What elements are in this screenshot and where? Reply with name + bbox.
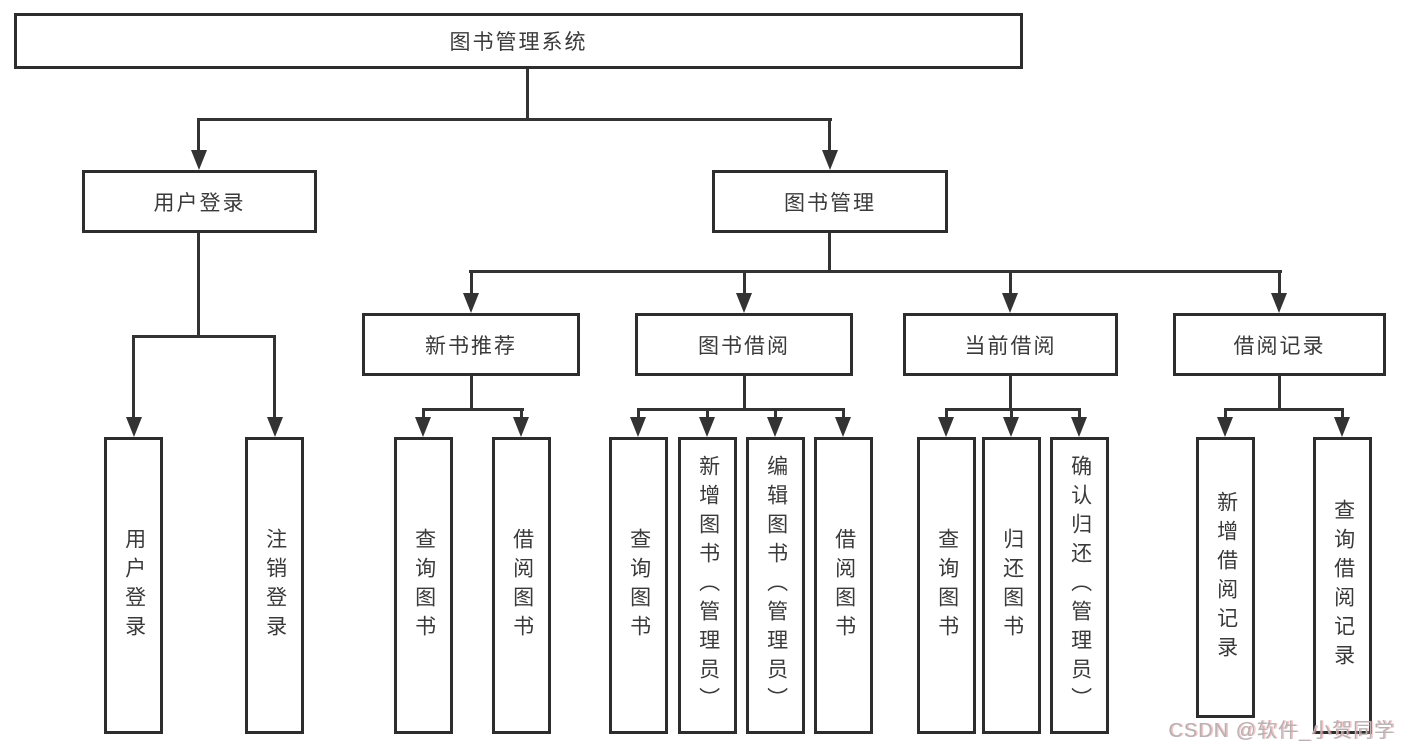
leaf-add-borrow-record: 新增借阅记录 (1196, 437, 1255, 718)
arrow-down-icon (1002, 293, 1018, 313)
arrow-down-icon (1071, 417, 1087, 437)
connector-stub (422, 408, 425, 419)
connector-book-management-trunk (828, 233, 831, 273)
leaf-query-borrow-record: 查询借阅记录 (1313, 437, 1372, 734)
arrow-down-icon (191, 150, 207, 170)
arrow-down-icon (1334, 417, 1350, 437)
node-new-book-recommend: 新书推荐 (362, 313, 580, 376)
arrow-down-icon (1003, 417, 1019, 437)
connector-trunk (470, 375, 473, 411)
connector-stub (1010, 408, 1013, 419)
connector-group-split (1224, 408, 1344, 411)
node-borrow-records-label: 借阅记录 (1233, 334, 1326, 358)
node-current-borrow: 当前借阅 (903, 313, 1118, 376)
connector-stub (828, 118, 831, 154)
node-user-login: 用户登录 (82, 170, 317, 233)
node-new-book-recommend-label: 新书推荐 (425, 334, 517, 358)
leaf-label: 查询图书 (412, 527, 436, 644)
arrow-down-icon (630, 417, 646, 437)
connector-root-trunk (526, 69, 529, 118)
arrow-down-icon (1271, 293, 1287, 313)
arrow-down-icon (767, 417, 783, 437)
leaf-label: 借阅图书 (832, 527, 856, 644)
leaf-label: 查询借阅记录 (1331, 498, 1355, 673)
node-book-borrow: 图书借阅 (635, 313, 853, 376)
leaf-label: 查询图书 (935, 527, 959, 644)
connector-stub (132, 335, 135, 419)
connector-stub (774, 408, 777, 419)
connector-user-login-trunk (197, 233, 200, 338)
connector-trunk (1278, 375, 1281, 411)
connector-stub (1078, 408, 1081, 419)
leaf-borrow-book: 借阅图书 (814, 437, 873, 734)
leaf-label: 用户登录 (122, 527, 146, 644)
leaf-query-book: 查询图书 (609, 437, 668, 734)
leaf-label: 查询图书 (627, 527, 651, 644)
leaf-return-book: 归还图书 (982, 437, 1041, 734)
leaf-user-login: 用户登录 (104, 437, 163, 734)
connector-stub (197, 118, 200, 154)
arrow-down-icon (1217, 417, 1233, 437)
leaf-logout: 注销登录 (245, 437, 304, 734)
node-book-borrow-label: 图书借阅 (698, 334, 790, 358)
arrow-down-icon (415, 417, 431, 437)
node-book-management: 图书管理 (712, 170, 948, 233)
node-book-management-label: 图书管理 (784, 191, 876, 215)
leaf-edit-book-admin: 编辑图书（管理员） (746, 437, 805, 734)
connector-stub (1278, 270, 1281, 295)
connector-stub (520, 408, 523, 419)
node-borrow-records: 借阅记录 (1173, 313, 1386, 376)
leaf-query-book: 查询图书 (917, 437, 976, 734)
arrow-down-icon (835, 417, 851, 437)
connector-group-split (945, 408, 1081, 411)
leaf-label: 注销登录 (263, 527, 287, 644)
leaf-label: 确认归还（管理员） (1068, 455, 1092, 716)
leaf-label: 编辑图书（管理员） (764, 455, 788, 716)
connector-stub (1341, 408, 1344, 419)
leaf-add-book-admin: 新增图书（管理员） (678, 437, 737, 734)
connector-stub (637, 408, 640, 419)
arrow-down-icon (126, 417, 142, 437)
node-current-borrow-label: 当前借阅 (964, 334, 1057, 358)
arrow-down-icon (938, 417, 954, 437)
connector-stub (1009, 270, 1012, 295)
connector-level2-split (469, 270, 1282, 273)
connector-stub (945, 408, 948, 419)
leaf-query-book: 查询图书 (394, 437, 453, 734)
connector-stub (470, 270, 473, 295)
leaf-label: 新增图书（管理员） (696, 455, 720, 716)
connector-stub (273, 335, 276, 419)
leaf-label: 借阅图书 (510, 527, 534, 644)
node-root-label: 图书管理系统 (449, 31, 588, 54)
node-root: 图书管理系统 (14, 13, 1023, 69)
connector-stub (1224, 408, 1227, 419)
connector-group-split (422, 408, 524, 411)
arrow-down-icon (699, 417, 715, 437)
connector-stub (706, 408, 709, 419)
connector-trunk (743, 375, 746, 411)
connector-user-login-split (132, 335, 276, 338)
node-user-login-label: 用户登录 (153, 191, 246, 215)
leaf-label: 新增借阅记录 (1214, 490, 1238, 665)
arrow-down-icon (736, 293, 752, 313)
arrow-down-icon (267, 417, 283, 437)
connector-group-split (637, 408, 845, 411)
arrow-down-icon (513, 417, 529, 437)
connector-stub (842, 408, 845, 419)
arrow-down-icon (822, 150, 838, 170)
leaf-borrow-book: 借阅图书 (492, 437, 551, 734)
csdn-watermark: CSDN @软件_小贺同学 (1168, 720, 1395, 742)
connector-stub (743, 270, 746, 295)
leaf-confirm-return-admin: 确认归还（管理员） (1050, 437, 1109, 734)
arrow-down-icon (463, 293, 479, 313)
connector-level1-split (197, 118, 832, 121)
connector-trunk (1009, 375, 1012, 411)
leaf-label: 归还图书 (1000, 527, 1024, 644)
